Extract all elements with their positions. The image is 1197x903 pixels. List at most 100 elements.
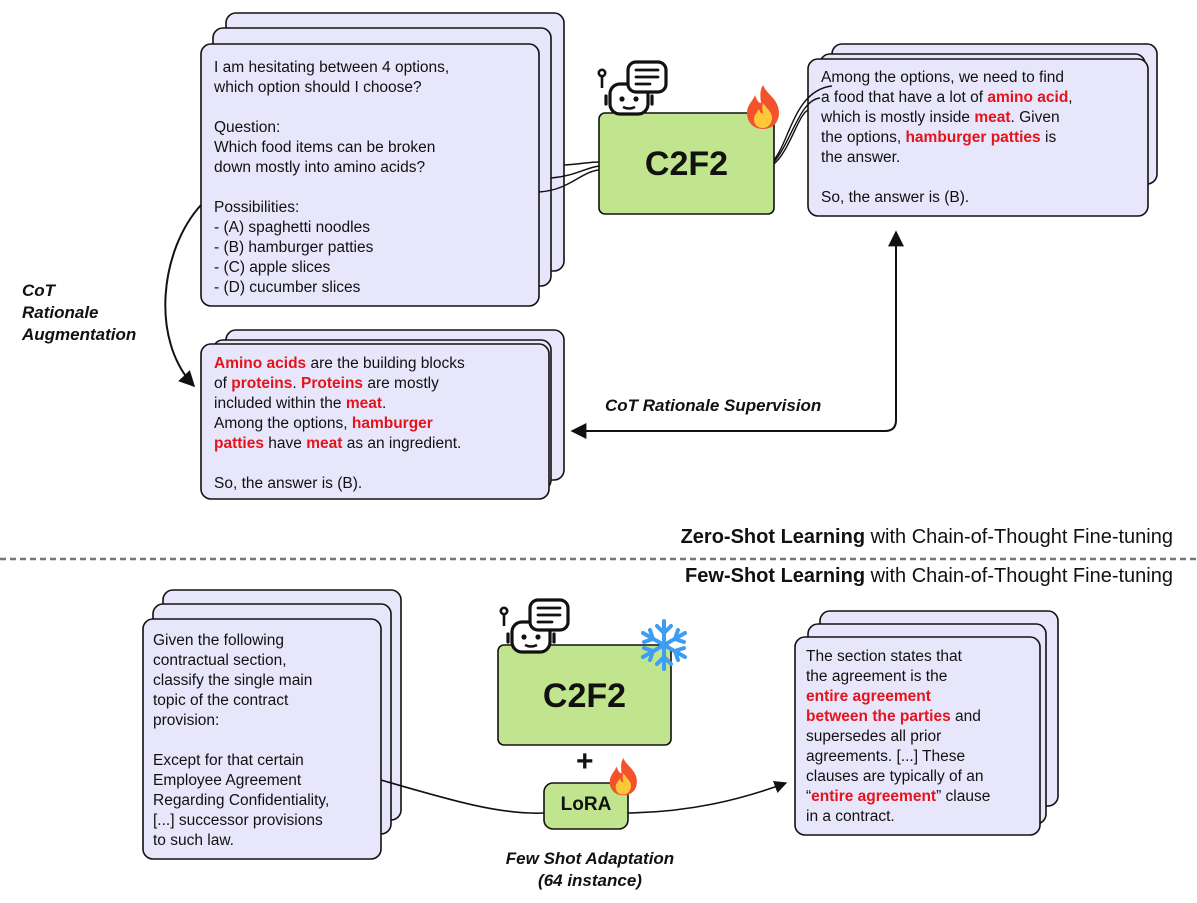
few-shot-output-stack <box>794 610 1059 836</box>
zero-shot-output-stack <box>807 43 1158 217</box>
text-line: which option should I choose? <box>214 79 422 96</box>
zero-shot-input-stack <box>200 12 565 307</box>
text-line: the answer. <box>821 148 1141 168</box>
highlighted-term: meat <box>306 435 343 452</box>
text-line: Which food items can be broken <box>214 139 436 156</box>
adaptation-label: Few Shot Adaptation (64 instance) <box>440 848 740 892</box>
highlighted-term: amino acid <box>987 89 1069 106</box>
few-shot-input-stack <box>142 589 402 860</box>
text-line: Question: <box>214 119 281 136</box>
text-line: the agreement is the <box>806 667 1038 687</box>
few-shot-section-title: Few-Shot Learning with Chain-of-Thought … <box>685 565 1173 588</box>
text-segment: included within the <box>214 395 346 412</box>
text-segment: is <box>1040 129 1057 146</box>
text-segment: So, the answer is (B). <box>214 475 363 492</box>
text-segment: supersedes all prior <box>806 728 942 745</box>
text-line <box>821 168 1141 188</box>
text-line: Employee Agreement <box>153 772 302 789</box>
highlighted-term: Proteins <box>301 375 364 392</box>
text-line: classify the single main <box>153 672 313 689</box>
plus-sign: + <box>576 745 594 778</box>
text-segment: which is mostly inside <box>821 109 975 126</box>
text-segment: as an ingredient. <box>342 435 462 452</box>
fire-icon <box>747 85 779 129</box>
few-shot-model-box <box>497 644 672 746</box>
highlighted-term: entire agreement <box>811 788 937 805</box>
text-segment: the agreement is the <box>806 668 948 685</box>
text-line: a food that have a lot of amino acid, <box>821 88 1141 108</box>
augmentation-label: CoT Rationale Augmentation <box>22 280 136 346</box>
text-line <box>214 98 534 118</box>
text-line: The section states that <box>806 647 1038 667</box>
text-line: So, the answer is (B). <box>214 474 544 494</box>
highlighted-term: meat <box>345 395 383 412</box>
text-line: “entire agreement” clause <box>806 787 1038 807</box>
text-line: which is mostly inside meat. Given <box>821 108 1141 128</box>
text-segment: the answer. <box>821 149 901 166</box>
text-line: Given the following <box>153 632 284 649</box>
text-line: between the parties and <box>806 707 1038 727</box>
highlighted-term: hamburger patties <box>905 129 1041 146</box>
text-line: Possibilities: <box>214 199 300 216</box>
text-line: - (A) spaghetti noodles <box>214 219 370 236</box>
text-line: Amino acids are the building blocks <box>214 354 544 374</box>
rationale-stack <box>200 329 565 500</box>
supervision-label: CoT Rationale Supervision <box>605 396 822 415</box>
text-line: provision: <box>153 712 220 729</box>
text-line: Except for that certain <box>153 752 304 769</box>
zero-shot-section-title: Zero-Shot Learning with Chain-of-Thought… <box>681 526 1173 549</box>
text-line <box>214 178 534 198</box>
text-line: in a contract. <box>806 807 1038 827</box>
text-line: the options, hamburger patties is <box>821 128 1141 148</box>
text-segment: of <box>214 375 232 392</box>
lora-label: LoRA <box>560 794 612 815</box>
highlighted-term: hamburger <box>351 415 433 432</box>
highlighted-term: meat <box>974 109 1011 126</box>
text-line: entire agreement <box>806 687 1038 707</box>
few-shot-flow-curve <box>380 779 545 814</box>
text-line: agreements. [...] These <box>806 747 1038 767</box>
text-segment: a food that have a lot of <box>821 89 988 106</box>
text-line: Among the options, hamburger <box>214 414 544 434</box>
text-segment: Among the options, we need to find <box>821 69 1064 86</box>
zero-shot-title-bold: Zero-Shot Learning <box>680 526 866 548</box>
highlighted-term: Amino acids <box>214 355 307 372</box>
model-to-output-connectors <box>773 85 833 165</box>
text-line: Among the options, we need to find <box>821 68 1141 88</box>
adaptation-label-line: Few Shot Adaptation <box>505 849 675 868</box>
text-line: topic of the contract <box>153 692 289 709</box>
text-line: patties have meat as an ingredient. <box>214 434 544 454</box>
augmentation-label-line: Augmentation <box>22 325 137 344</box>
text-line <box>214 454 544 474</box>
zero-shot-model-label: C2F2 <box>644 145 729 183</box>
text-segment: ” clause <box>936 788 991 805</box>
lora-box <box>543 782 629 830</box>
text-segment: have <box>263 435 307 452</box>
text-line: contractual section, <box>153 652 287 669</box>
input-to-model-connectors <box>538 161 600 193</box>
text-segment: are mostly <box>363 375 439 392</box>
adaptation-label-line: (64 instance) <box>538 871 642 890</box>
few-shot-title-rest: with Chain-of-Thought Fine-tuning <box>865 565 1173 587</box>
text-segment: . <box>292 375 302 392</box>
text-line: of proteins. Proteins are mostly <box>214 374 544 394</box>
text-segment: Among the options, <box>214 415 352 432</box>
text-line: - (C) apple slices <box>214 259 331 276</box>
text-segment: So, the answer is (B). <box>821 189 970 206</box>
text-line: I am hesitating between 4 options, <box>214 59 450 76</box>
text-line: supersedes all prior <box>806 727 1038 747</box>
text-segment: “ <box>806 788 812 805</box>
text-line: Regarding Confidentiality, <box>153 792 330 809</box>
text-line: - (B) hamburger patties <box>214 239 374 256</box>
text-line: - (D) cucumber slices <box>214 279 361 296</box>
text-line: [...] successor provisions <box>153 812 323 829</box>
augmentation-label-line: Rationale <box>22 303 99 322</box>
text-segment: . Given <box>1010 109 1060 126</box>
highlighted-term: entire agreement <box>806 688 931 705</box>
zero-shot-title-rest: with Chain-of-Thought Fine-tuning <box>865 526 1173 548</box>
text-segment: in a contract. <box>806 808 895 825</box>
supervision-arrow <box>570 230 904 439</box>
